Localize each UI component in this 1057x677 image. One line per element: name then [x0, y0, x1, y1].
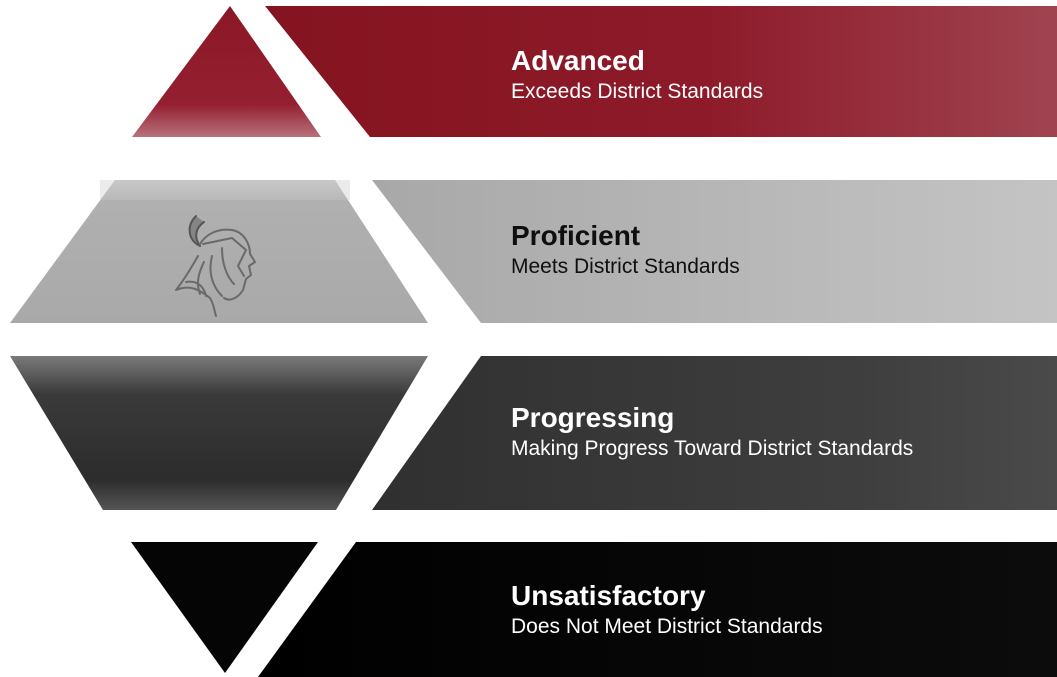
tier-description-advanced: Exceeds District Standards: [511, 80, 764, 103]
proficient-trapezoid: [10, 180, 428, 323]
unsatisfactory-bar: [258, 542, 1057, 677]
tier-description-progressing: Making Progress Toward District Standard…: [511, 437, 914, 460]
tier-unsatisfactory: [131, 542, 1057, 677]
tier-advanced: [132, 6, 1057, 137]
tier-title-proficient: Proficient: [511, 220, 641, 251]
proficient-highlight: [100, 180, 350, 200]
tier-progressing: [10, 356, 1057, 510]
tier-title-advanced: Advanced: [511, 45, 645, 76]
advanced-bar: [265, 6, 1057, 137]
advanced-triangle: [132, 6, 321, 137]
progressing-label-group: Progressing Making Progress Toward Distr…: [511, 401, 913, 463]
proficient-bar: [372, 180, 1057, 323]
proficient-label-group: Proficient Meets District Standards: [511, 219, 740, 281]
tier-title-unsatisfactory: Unsatisfactory: [511, 580, 706, 611]
tier-description-unsatisfactory: Does Not Meet District Standards: [511, 615, 823, 638]
tier-description-proficient: Meets District Standards: [511, 255, 740, 278]
unsatisfactory-triangle: [131, 542, 318, 673]
tier-proficient: [10, 180, 1057, 323]
progressing-trapezoid: [10, 356, 428, 510]
advanced-label-group: Advanced Exceeds District Standards: [511, 44, 763, 106]
viking-head-icon: [175, 215, 256, 317]
progressing-bar: [372, 356, 1057, 510]
unsatisfactory-label-group: Unsatisfactory Does Not Meet District St…: [511, 579, 823, 641]
tier-title-progressing: Progressing: [511, 402, 675, 433]
